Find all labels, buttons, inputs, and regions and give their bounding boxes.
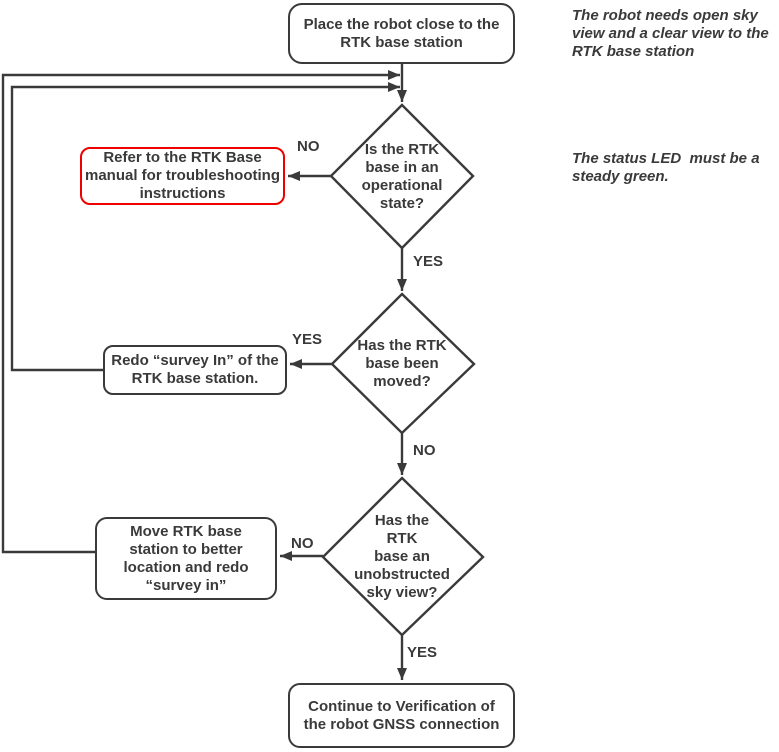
redo-survey-node: Redo “survey In” of the RTK base station… xyxy=(103,345,287,395)
start-node: Place the robot close to the RTK base st… xyxy=(288,3,515,64)
connector-loop-move-base xyxy=(1,70,400,554)
move-base-node: Move RTK base station to better location… xyxy=(95,517,277,600)
decision-moved-diamond xyxy=(330,292,476,435)
label-yes-sky-view: YES xyxy=(407,644,438,661)
label-no-moved: NO xyxy=(413,442,436,459)
decision-sky-view-text: Has the RTK base an unobstructed sky vie… xyxy=(354,512,450,601)
label-yes-operational: YES xyxy=(413,253,444,270)
note-status-led: The status LED must be a steady green. xyxy=(572,150,760,185)
connector-loop-redo-survey xyxy=(10,82,400,372)
decision-moved-text: Has the RTK base been moved? xyxy=(357,337,447,390)
decision-sky-view-diamond xyxy=(321,476,485,637)
refer-manual-node: Refer to the RTK Base manual for trouble… xyxy=(80,147,285,205)
decision-operational-text: Is the RTK base in an operational state? xyxy=(361,141,443,212)
label-no-operational: NO xyxy=(297,138,320,155)
end-node: Continue to Verification of the robot GN… xyxy=(288,683,515,748)
label-no-sky-view: NO xyxy=(291,535,314,552)
decision-operational-diamond xyxy=(329,103,475,250)
note-open-sky: The robot needs open sky view and a clea… xyxy=(572,7,769,60)
label-yes-moved: YES xyxy=(292,331,323,348)
